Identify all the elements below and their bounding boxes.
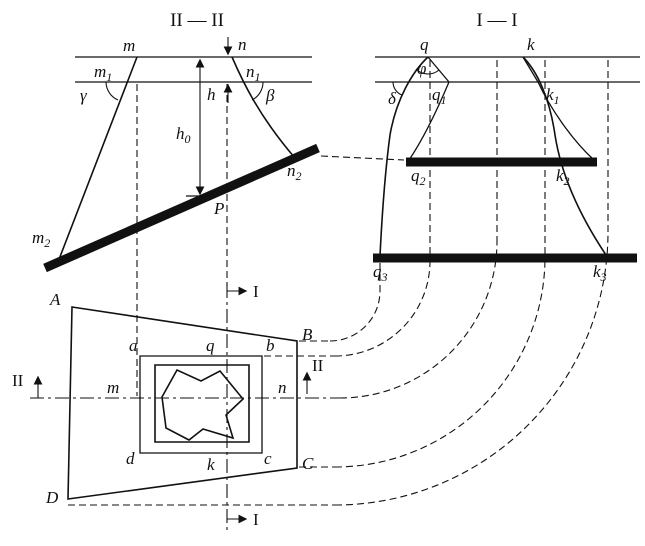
angle-arc-beta <box>251 81 264 101</box>
pit-slope-left-inner <box>408 81 450 161</box>
cut-label-I-top: I <box>253 282 259 301</box>
plan-rect-abcd <box>139 355 263 454</box>
label-plan-q: q <box>206 336 215 355</box>
label-q1: q1 <box>432 85 447 107</box>
label-h0: h0 <box>176 124 191 146</box>
label-n2: n2 <box>287 161 302 183</box>
label-plan-k: k <box>207 455 215 474</box>
label-n1: n1 <box>246 62 261 84</box>
label-k2: k2 <box>556 166 570 188</box>
section-ii-view: II — II m n m1 n1 γ β h h0 P m2 n2 <box>32 10 320 273</box>
plan-view: A B C D a b c d q k m n I I II II <box>12 282 340 531</box>
label-A: A <box>49 290 61 309</box>
plan-outline-ABCD <box>67 306 298 500</box>
pit-slope-left <box>57 56 138 263</box>
ore-body-outline <box>161 368 245 441</box>
pit-slope-right-outer <box>522 56 607 256</box>
label-d: d <box>126 449 135 468</box>
label-C: C <box>302 454 314 473</box>
label-n: n <box>238 35 247 54</box>
ore-seam-line <box>43 143 320 273</box>
label-P: P <box>213 199 224 218</box>
transfer-arc-3 <box>339 240 498 399</box>
label-k: k <box>527 35 535 54</box>
label-D: D <box>45 488 59 507</box>
label-k3: k3 <box>593 262 607 284</box>
transfer-arc-1 <box>329 290 381 342</box>
label-m2: m2 <box>32 228 50 250</box>
label-h: h <box>207 85 216 104</box>
section-i-view: I — I q k φ δ q1 k1 q2 k2 q3 k3 <box>373 10 640 284</box>
cut-label-II-left: II <box>12 371 24 390</box>
pit-slope-left-outer <box>379 56 429 257</box>
transfer-arc-5 <box>334 231 609 506</box>
label-k1: k1 <box>546 85 560 107</box>
label-m: m <box>123 36 135 55</box>
label-delta: δ <box>388 89 397 108</box>
label-beta: β <box>265 86 275 105</box>
label-plan-n: n <box>278 378 287 397</box>
plan-rect-inner <box>154 364 250 443</box>
label-q: q <box>420 35 429 54</box>
pit-slope-right-inner-top <box>522 56 539 83</box>
label-phi: φ <box>417 59 426 78</box>
projection-seam-to-bar <box>320 155 405 161</box>
label-b: b <box>266 336 275 355</box>
label-a: a <box>129 336 138 355</box>
label-B: B <box>302 325 313 344</box>
label-m1: m1 <box>94 62 112 84</box>
section-i-title: I — I <box>476 10 517 31</box>
label-gamma: γ <box>80 86 88 105</box>
angle-arc-phi <box>415 68 440 75</box>
section-ii-title: II — II <box>170 10 224 31</box>
transfer-arc-4 <box>334 256 546 468</box>
pit-slope-right <box>231 56 296 159</box>
label-c: c <box>264 449 272 468</box>
angle-arc-gamma <box>105 81 119 101</box>
pit-slope-left-inner-top <box>427 56 450 83</box>
cut-label-I-bottom: I <box>253 510 259 529</box>
label-q3: q3 <box>373 262 388 284</box>
label-plan-m: m <box>107 378 119 397</box>
cut-label-II-right: II <box>312 356 324 375</box>
angle-arc-delta <box>392 81 403 96</box>
pit-slope-right-inner <box>537 81 595 161</box>
projection-lines <box>68 60 609 506</box>
label-q2: q2 <box>411 166 426 188</box>
